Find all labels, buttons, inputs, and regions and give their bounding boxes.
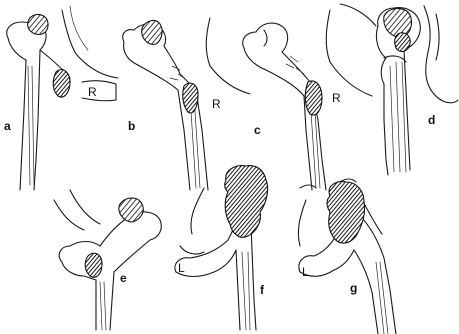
- lesion-a-neck: [53, 70, 70, 97]
- side-marker-a: R: [88, 85, 97, 99]
- lesion-f: [225, 166, 268, 238]
- lesion-g: [327, 182, 365, 243]
- lesion-e-head: [119, 198, 143, 222]
- panel-label-c: c: [254, 123, 261, 137]
- panel-d: d: [376, 6, 458, 175]
- lesion-e-neck: [85, 253, 102, 277]
- lesion-c-neck: [305, 81, 322, 115]
- panel-a: a R: [4, 6, 118, 190]
- panel-label-a: a: [4, 119, 11, 133]
- panel-f: f L: [175, 166, 268, 330]
- panel-label-e: e: [120, 271, 127, 285]
- lesion-d-lower: [395, 33, 411, 52]
- panel-c: c R: [243, 4, 376, 190]
- panel-label-d: d: [428, 113, 435, 127]
- panel-label-g: g: [350, 281, 357, 295]
- panel-g: g L: [298, 179, 396, 334]
- panel-label-b: b: [128, 119, 135, 133]
- side-marker-f: L: [178, 261, 185, 275]
- panel-label-f: f: [260, 283, 265, 297]
- lesion-b-head: [142, 21, 162, 45]
- side-marker-g: L: [302, 265, 309, 279]
- lesion-b-neck: [183, 83, 198, 113]
- side-marker-b: R: [212, 97, 221, 111]
- panel-e: e: [54, 190, 161, 330]
- panel-b: b R: [123, 18, 250, 190]
- lesion-d-head: [384, 9, 412, 37]
- side-marker-c: R: [332, 91, 341, 105]
- lesion-a-head: [28, 15, 48, 35]
